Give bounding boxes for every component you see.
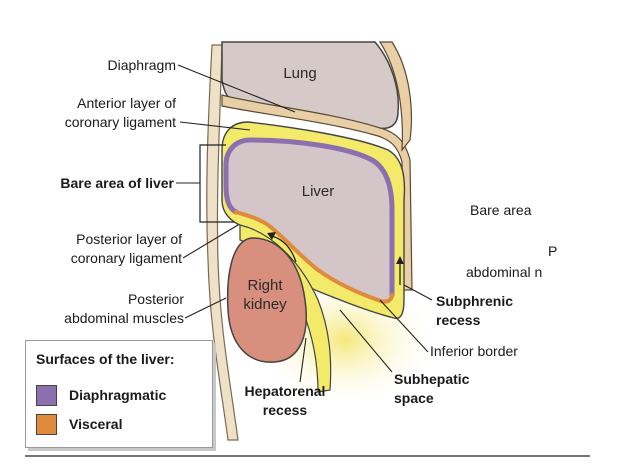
leader-lines	[176, 64, 433, 383]
posterior-muscles-label-line2: abdominal muscles	[64, 310, 184, 326]
right-kidney	[226, 237, 307, 363]
hepatorenal-arrow	[271, 235, 297, 263]
legend-label-diaphragmatic: Diaphragmatic	[69, 387, 167, 403]
legend-label-visceral: Visceral	[69, 416, 123, 432]
body-wall	[206, 44, 239, 441]
abdominal-right-label: abdominal n	[466, 264, 542, 280]
anterior-layer-label-line1: Anterior layer of	[77, 95, 176, 111]
posterior-layer-label-line2: coronary ligament	[71, 250, 182, 266]
legend: Surfaces of the liver: Diaphragmatic Vis…	[25, 340, 213, 448]
legend-title: Surfaces of the liver:	[36, 351, 175, 367]
subhepatic-label-line1: Subhepatic	[394, 371, 470, 387]
hepatorenal-label-line2: recess	[263, 402, 308, 418]
chest-wall-right	[378, 41, 412, 152]
diaphragm-label: Diaphragm	[108, 57, 176, 73]
anterior-layer-label-line2: coronary ligament	[65, 114, 176, 130]
bare-area-right-label: Bare area	[470, 202, 532, 218]
hepatorenal-arrowhead	[267, 232, 276, 240]
legend-item-visceral: Visceral	[36, 413, 123, 435]
posterior-layer-label-line1: Posterior layer of	[76, 231, 182, 247]
subphrenic-arrowhead	[396, 256, 404, 264]
liver-label: Liver	[302, 183, 335, 200]
kidney-label-line2: kidney	[243, 296, 287, 313]
subphrenic-label-line2: recess	[436, 312, 481, 328]
visceral-surface	[234, 210, 394, 304]
subphrenic-label-line1: Subphrenic	[436, 293, 513, 309]
legend-item-diaphragmatic: Diaphragmatic	[36, 384, 167, 406]
kidney-label-line1: Right	[247, 277, 283, 294]
legend-swatch-diaphragmatic	[36, 384, 57, 406]
legend-swatch-visceral	[36, 413, 57, 435]
inferior-border-label: Inferior border	[430, 343, 518, 359]
bare-area-of-liver-label: Bare area of liver	[60, 175, 174, 191]
posterior-muscles-label-line1: Posterior	[128, 291, 184, 307]
hepatorenal-label-line1: Hepatorenal	[245, 383, 326, 399]
diaphragmatic-surface	[223, 137, 395, 298]
p-right-label: P	[548, 243, 557, 259]
lung-label: Lung	[283, 65, 316, 82]
liver	[226, 140, 392, 302]
subhepatic-label-line2: space	[394, 390, 434, 406]
